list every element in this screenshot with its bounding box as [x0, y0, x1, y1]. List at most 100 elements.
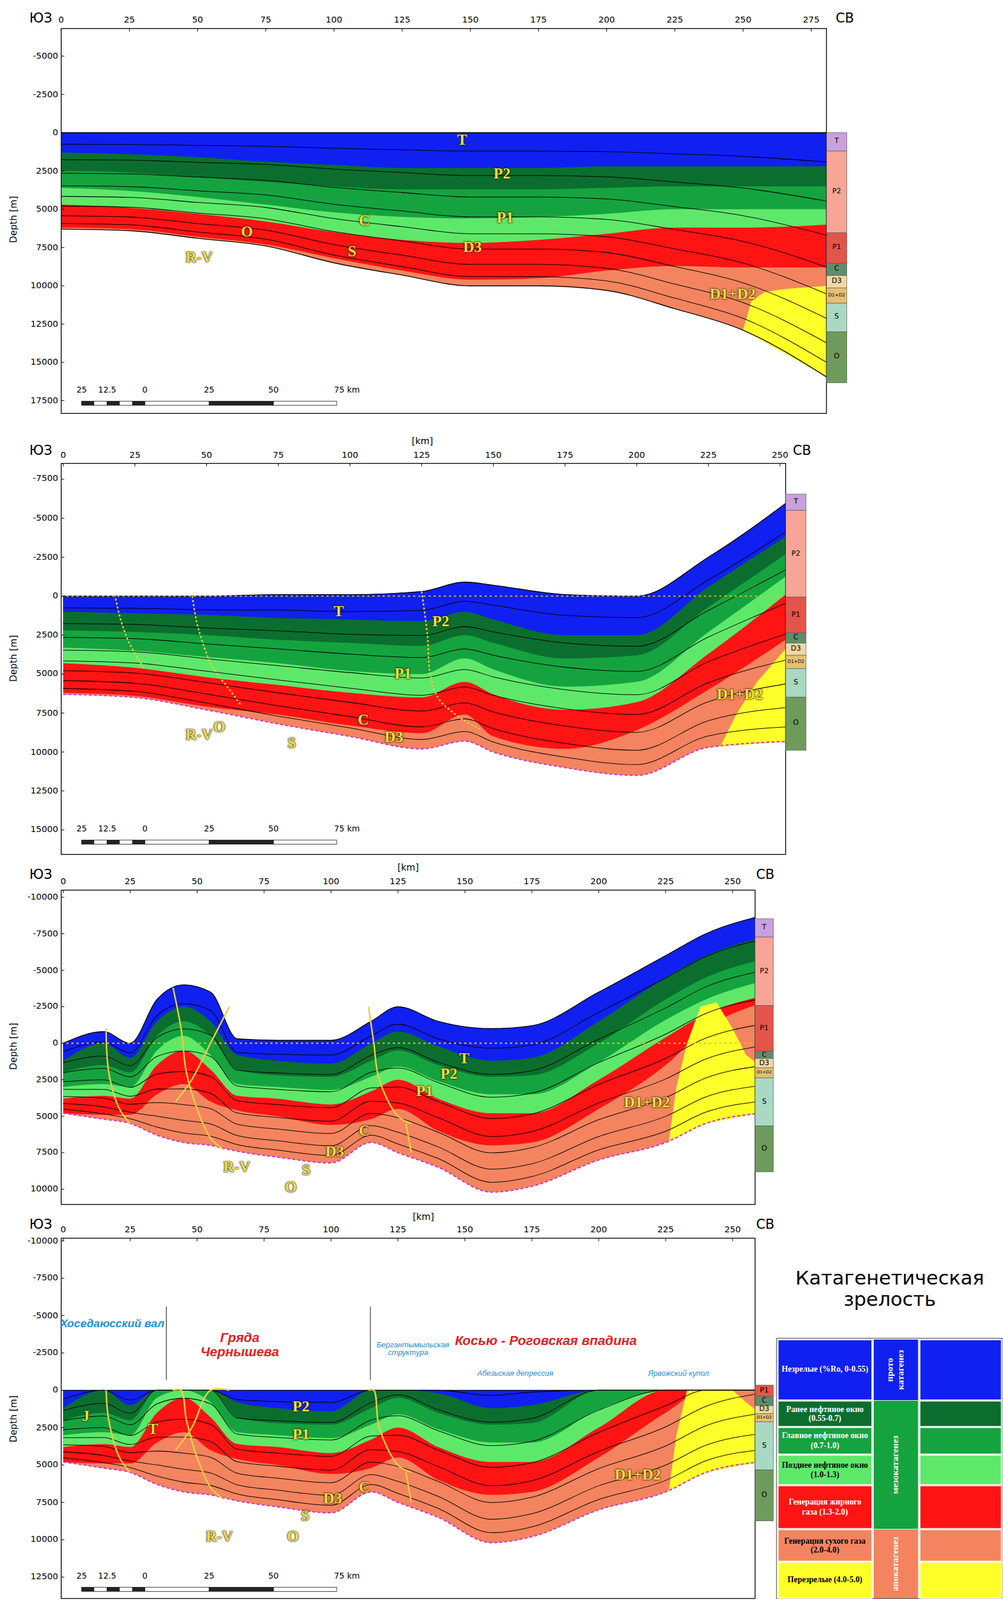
meso-column: [873, 1400, 919, 1529]
tick-mark: [493, 462, 494, 466]
scl-label: 0: [142, 386, 148, 396]
km-label: [km]: [412, 1212, 434, 1223]
horizon-line: [63, 670, 787, 733]
tick-mark: [62, 462, 64, 466]
tick-label: 12500: [30, 318, 59, 329]
tick-mark: [674, 28, 676, 32]
scale-bar-segment: [119, 400, 133, 405]
tick-label: 150: [456, 876, 474, 887]
horizon-line: [63, 939, 756, 1055]
strat-column-cell: [785, 697, 806, 751]
fault-line: [106, 1389, 131, 1472]
tick-label: 0: [52, 591, 59, 601]
plot-frame: [61, 462, 786, 854]
strat-column-cell: [755, 918, 774, 937]
region-divider: [165, 1305, 167, 1380]
tick-label: -5000: [33, 51, 59, 62]
tick-mark: [61, 673, 65, 675]
tick-label: 5000: [36, 204, 59, 214]
scl-label: 0: [142, 1572, 148, 1581]
tick-label: 250: [771, 450, 789, 461]
tick-mark: [61, 208, 65, 210]
scl-label: 50: [268, 386, 280, 396]
geo-label: R-V: [222, 1157, 251, 1175]
tick-label: -10000: [27, 1235, 59, 1245]
dry-gas-zone: [63, 494, 787, 775]
legend-cell: Ранее нефтяное окно (0.55-0.7): [777, 1400, 873, 1427]
tick-label: 0: [60, 1224, 66, 1235]
basement-line: [63, 1461, 756, 1542]
surface-line: [61, 132, 827, 133]
tick-mark: [129, 28, 130, 32]
geo-label: J: [81, 1406, 90, 1424]
tick-mark: [732, 1237, 733, 1241]
tick-label: -5000: [33, 1310, 59, 1320]
geo-label: P2: [493, 164, 511, 182]
strat-column-cell: [826, 132, 847, 152]
cross-section: [63, 1388, 756, 1543]
dry-gas-zone: [61, 132, 827, 378]
tick-label: 5000: [36, 1459, 59, 1469]
legend-swatch: [919, 1454, 1002, 1485]
strat-label: T: [793, 497, 798, 506]
geo-label: C: [358, 1478, 370, 1496]
main-oil-zone: [63, 494, 787, 686]
dir-label: СВ: [835, 11, 855, 27]
strat-label: P1: [759, 1386, 769, 1395]
tick-mark: [61, 1314, 65, 1316]
horizon-line: [61, 223, 827, 363]
horizon-line: [63, 524, 787, 618]
cross-section: [61, 132, 827, 378]
strat-column-cell: [785, 596, 806, 633]
tick-mark: [470, 28, 471, 32]
tick-label: 50: [200, 450, 213, 461]
horizon-line: [61, 159, 827, 201]
early-oil-zone: [63, 1389, 756, 1424]
geo-label: S: [347, 242, 357, 260]
main-oil-zone: [63, 1389, 756, 1442]
scl-label: 75 km: [334, 1572, 360, 1581]
wet-gas-zone: [63, 1389, 756, 1494]
early-oil-zone: [61, 132, 827, 190]
strat-label: D3: [790, 644, 801, 653]
tick-mark: [61, 1501, 65, 1503]
tick-label: 12500: [30, 1571, 59, 1581]
strat-column-cell: [826, 263, 847, 276]
legend-swatch: [919, 1338, 1002, 1400]
strat-label: T: [762, 923, 767, 932]
strat-column-cell: [755, 1077, 774, 1126]
tick-label: 50: [192, 15, 204, 25]
tick-mark: [61, 247, 65, 248]
tick-mark: [564, 462, 566, 466]
geo-label: R-V: [185, 726, 213, 743]
geo-label: P1: [292, 1425, 310, 1442]
tick-mark: [129, 889, 131, 893]
surface-line: [63, 494, 787, 596]
tick-mark: [61, 1078, 65, 1080]
legend-cell: Перезрелые (4.0-5.0): [777, 1561, 873, 1599]
legend-frame: [776, 1337, 1002, 1599]
tick-label: 17500: [30, 395, 59, 406]
scale-bar-segment: [119, 839, 133, 845]
tick-label: 0: [60, 450, 66, 461]
tick-mark: [61, 595, 65, 597]
tick-label: 75: [258, 1224, 270, 1235]
tick-mark: [278, 462, 279, 466]
strat-label: P1: [759, 1024, 769, 1033]
tick-mark: [742, 28, 744, 32]
geo-label: C: [357, 710, 369, 728]
strat-label: C: [793, 633, 798, 642]
geo-label: T: [333, 602, 344, 620]
tick-mark: [61, 1389, 65, 1391]
tick-label: 100: [341, 450, 359, 461]
geo-label: T: [459, 1049, 470, 1067]
strat-label: P1: [791, 610, 801, 619]
strat-label: T: [834, 138, 839, 146]
tick-label: -2500: [33, 1001, 59, 1012]
tick-label: 5000: [36, 1110, 59, 1121]
strat-label: P1: [832, 244, 842, 252]
tick-mark: [61, 1538, 65, 1540]
tick-mark: [61, 556, 65, 558]
geo-label: D1+D2: [614, 1465, 661, 1483]
